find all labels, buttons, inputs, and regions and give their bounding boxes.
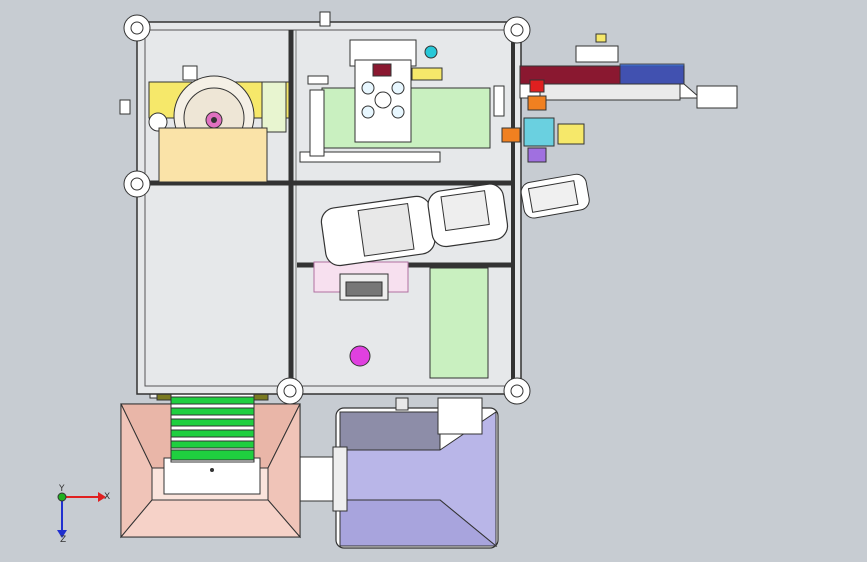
conveyor-slat bbox=[170, 440, 255, 449]
triad-x-label: X bbox=[104, 492, 110, 502]
roller-module[interactable] bbox=[148, 65, 290, 183]
triad-y-label: Y bbox=[58, 484, 65, 494]
coordinate-triad: X Y Z bbox=[57, 484, 110, 545]
robot-module[interactable] bbox=[313, 173, 591, 379]
conveyor-slat bbox=[170, 418, 255, 427]
frame-feet bbox=[119, 11, 531, 405]
conveyor-slat bbox=[170, 407, 255, 416]
collection-hopper[interactable] bbox=[119, 403, 302, 539]
dust-hopper[interactable] bbox=[335, 397, 499, 549]
cutting-module[interactable] bbox=[299, 39, 491, 163]
conveyor-slat bbox=[170, 396, 255, 405]
triad-z-label: Z bbox=[60, 535, 66, 545]
side-rail-module[interactable] bbox=[493, 33, 738, 163]
conveyor-slat bbox=[170, 429, 255, 438]
